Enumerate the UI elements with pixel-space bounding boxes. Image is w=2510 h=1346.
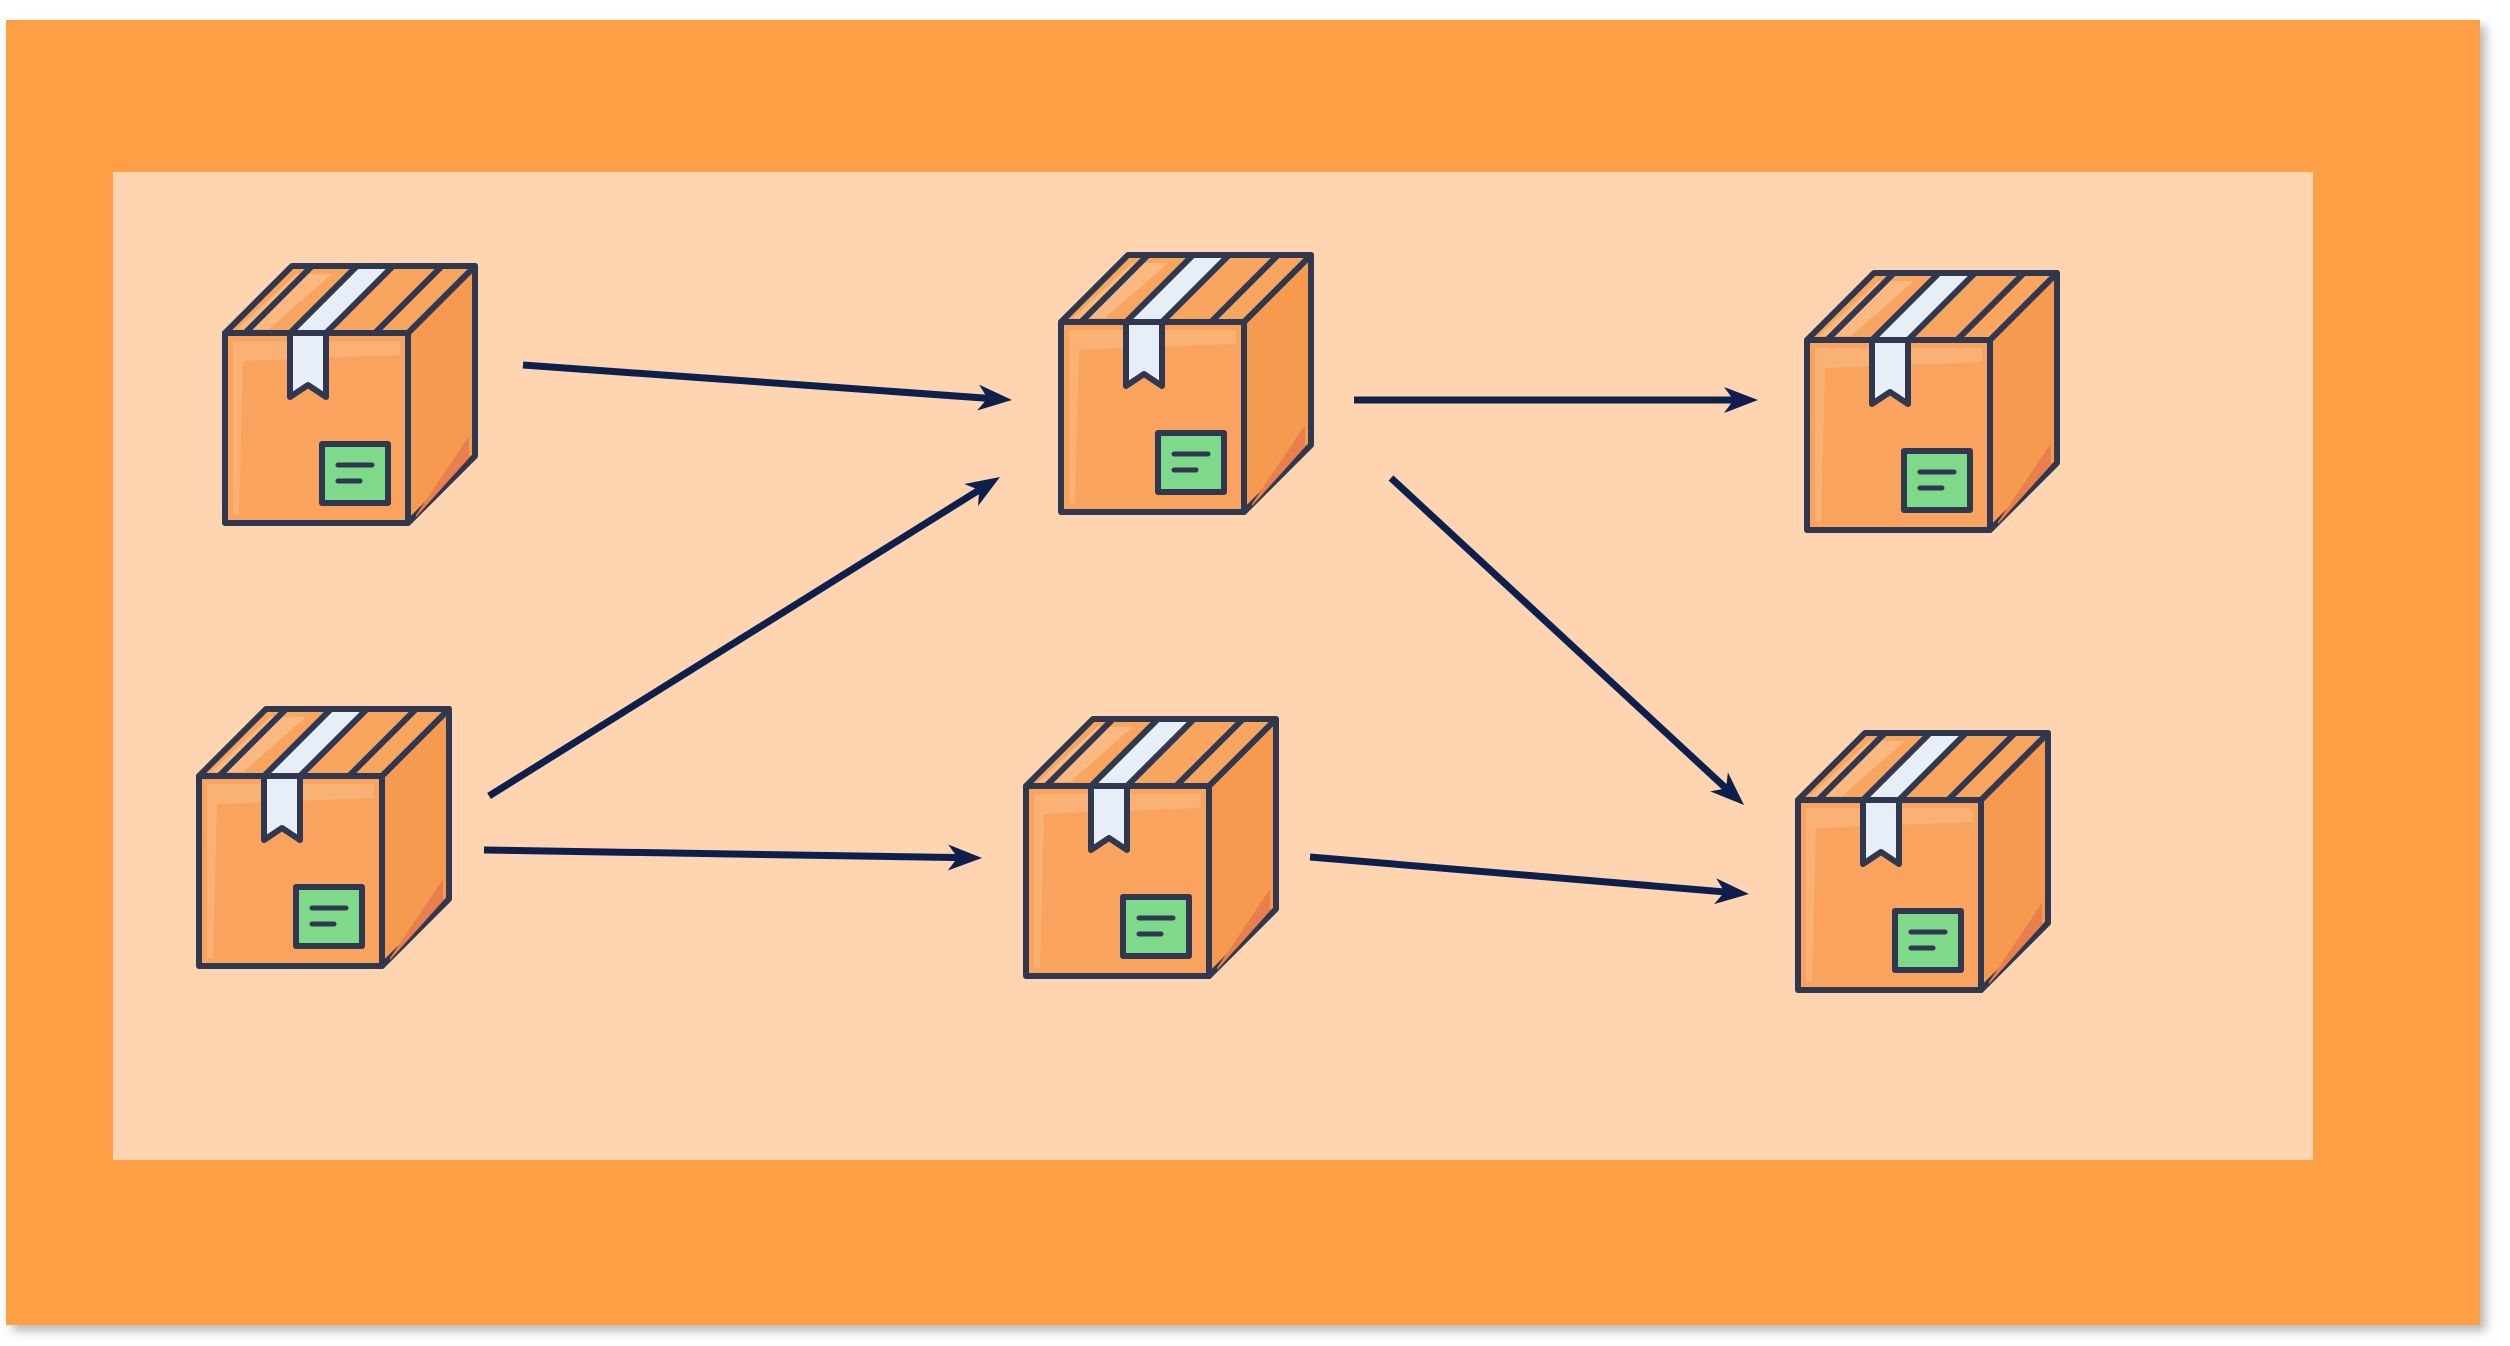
box-front-highlight (1806, 808, 1973, 982)
edge-box-5-to-box-6 (1309, 853, 1749, 905)
box-shipping-label (1901, 448, 1973, 513)
edge-line (522, 361, 993, 403)
package-box-icon (1795, 730, 2051, 993)
box-shipping-label (293, 884, 365, 949)
box-shipping-label (1120, 894, 1192, 959)
box-front-highlight (1815, 348, 1982, 522)
edge-line (1388, 475, 1732, 794)
edge-box-4-to-box-2 (487, 477, 1000, 799)
nodes-layer (196, 252, 2060, 993)
box-side-shadow (1998, 443, 2051, 524)
box-flap-line (1173, 716, 1246, 789)
arrow-icon (964, 477, 1000, 507)
edge-box-2-to-box-3 (1354, 387, 1758, 413)
package-box-icon (222, 263, 478, 526)
box-tape-tab (1123, 319, 1165, 389)
box-flap-line (1208, 252, 1281, 325)
box-flap-line (1043, 716, 1116, 789)
box-flap-line (216, 706, 289, 779)
edge-line (487, 484, 985, 799)
arrow-icon (1724, 387, 1758, 413)
box-flap-line (1945, 730, 2018, 803)
edge-box-1-to-box-2 (522, 361, 1012, 411)
box-side-shadow (1989, 903, 2042, 984)
box-flap-line (1078, 252, 1151, 325)
box-front-highlight (1069, 330, 1236, 504)
package-box-icon (1804, 270, 2060, 533)
box-side-shadow (390, 879, 443, 960)
edge-line (483, 846, 963, 862)
box-shipping-label (1892, 908, 1964, 973)
box-front-highlight (233, 341, 400, 515)
box-side-shadow (1217, 889, 1270, 970)
box-front-highlight (1034, 794, 1201, 968)
box-flap-line (1824, 270, 1897, 343)
box-front-highlight (207, 784, 374, 958)
box-tape-tab (287, 330, 329, 400)
edges-layer (483, 361, 1758, 905)
box-shipping-label (1155, 430, 1227, 495)
edge-box-2-to-box-6 (1388, 475, 1744, 805)
box-tape-tab (1869, 337, 1911, 407)
box-tape-tab (1860, 797, 1902, 867)
edge-box-4-to-box-5 (483, 844, 982, 871)
box-tape-tab (1088, 783, 1130, 853)
arrow-icon (977, 384, 1012, 411)
box-flap-line (1954, 270, 2027, 343)
box-side-shadow (1252, 425, 1305, 506)
arrow-icon (947, 844, 982, 871)
arrow-icon (1714, 878, 1749, 905)
box-flap-line (242, 263, 315, 336)
package-box-icon (1058, 252, 1314, 515)
box-side-shadow (416, 436, 469, 517)
box-shipping-label (319, 441, 391, 506)
box-flap-line (346, 706, 419, 779)
edge-line (1309, 853, 1730, 896)
box-flap-line (372, 263, 445, 336)
box-flap-line (1815, 730, 1888, 803)
box-tape-tab (261, 773, 303, 843)
arrow-icon (1710, 772, 1744, 805)
package-box-icon (1023, 716, 1279, 979)
package-box-icon (196, 706, 452, 969)
